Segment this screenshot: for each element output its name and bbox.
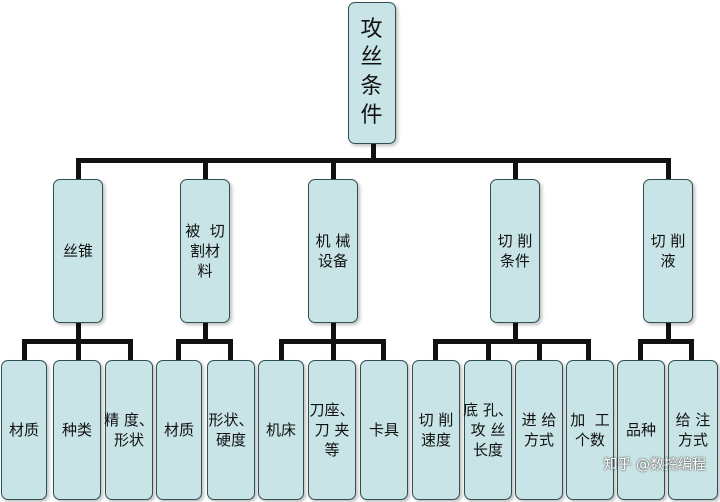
connector — [76, 322, 81, 342]
connector — [666, 322, 671, 342]
root-label: 攻 丝 条 件 — [360, 16, 384, 128]
connector — [638, 339, 643, 361]
category-label: 被 切 割材 料 — [185, 221, 225, 281]
connector — [638, 339, 694, 344]
category-node-tap: 丝锥 — [53, 179, 103, 323]
connector — [689, 339, 694, 361]
connector — [381, 339, 386, 361]
connector — [486, 339, 491, 361]
leaf-label: 切 削 速度 — [418, 410, 454, 449]
leaf-label: 加 工 个数 — [570, 410, 610, 449]
connector — [371, 143, 376, 163]
leaf-node: 卡具 — [360, 360, 408, 500]
leaf-node: 种类 — [53, 360, 101, 500]
leaf-node: 底 孔、 攻 丝 长度 — [463, 360, 513, 500]
connector — [331, 322, 336, 342]
leaf-label: 刀座、 刀 夹 等 — [309, 400, 355, 460]
connector — [76, 158, 81, 180]
leaf-node: 机床 — [258, 360, 304, 500]
connector — [22, 339, 27, 361]
leaf-label: 品种 — [625, 420, 656, 439]
leaf-label: 给 注 方式 — [675, 410, 711, 449]
connector — [203, 322, 208, 342]
connector — [228, 339, 233, 361]
leaf-node: 材质 — [1, 360, 47, 500]
connector — [433, 339, 438, 361]
connector — [433, 339, 591, 344]
connector — [76, 158, 671, 163]
connector — [176, 339, 233, 344]
category-node-cutting-fluid: 切 削 液 — [643, 179, 693, 323]
connector — [537, 339, 542, 361]
leaf-label: 材质 — [8, 420, 39, 439]
leaf-label: 种类 — [61, 420, 92, 439]
leaf-label: 形状、 硬度 — [208, 410, 254, 449]
connector — [176, 339, 181, 361]
connector — [128, 339, 133, 361]
category-label: 丝锥 — [62, 241, 93, 260]
leaf-label: 卡具 — [368, 420, 399, 439]
leaf-label: 进 给 方式 — [521, 410, 557, 449]
leaf-node: 加 工 个数 — [566, 360, 614, 500]
category-label: 切 削 条件 — [497, 231, 533, 270]
connector — [666, 158, 671, 180]
connector — [331, 158, 336, 180]
category-node-cutting-conditions: 切 削 条件 — [490, 179, 540, 323]
leaf-node: 精 度、 形状 — [104, 360, 154, 500]
leaf-label: 材质 — [163, 420, 194, 439]
category-node-workpiece: 被 切 割材 料 — [180, 179, 230, 323]
leaf-node: 切 削 速度 — [412, 360, 460, 500]
connector — [279, 339, 284, 361]
leaf-node: 材质 — [156, 360, 202, 500]
leaf-node: 给 注 方式 — [668, 360, 718, 500]
leaf-node: 品种 — [617, 360, 665, 500]
connector — [331, 339, 336, 361]
category-label: 切 削 液 — [650, 231, 686, 270]
connector — [203, 158, 208, 180]
connector — [513, 322, 518, 342]
connector — [513, 158, 518, 180]
leaf-label: 底 孔、 攻 丝 长度 — [463, 400, 513, 460]
connector — [586, 339, 591, 361]
category-node-machinery: 机 械 设备 — [308, 179, 358, 323]
connector — [76, 339, 81, 361]
leaf-label: 精 度、 形状 — [104, 410, 154, 449]
leaf-node: 进 给 方式 — [515, 360, 563, 500]
leaf-label: 机床 — [265, 420, 296, 439]
root-node: 攻 丝 条 件 — [348, 2, 396, 144]
category-label: 机 械 设备 — [315, 231, 351, 270]
watermark: 知乎 @数控编程 — [603, 457, 706, 473]
leaf-node: 形状、 硬度 — [207, 360, 255, 500]
leaf-node: 刀座、 刀 夹 等 — [308, 360, 356, 500]
